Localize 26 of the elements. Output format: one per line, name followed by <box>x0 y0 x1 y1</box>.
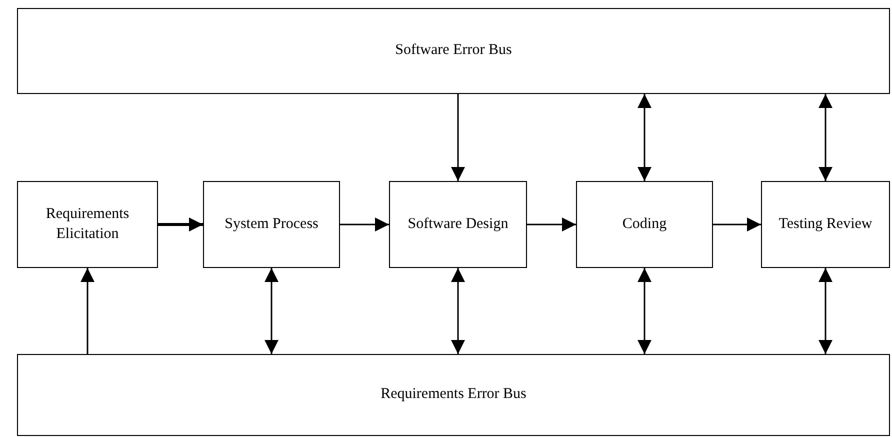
box-label: Coding <box>622 214 667 234</box>
arrow <box>818 94 832 181</box>
arrow <box>80 268 94 354</box>
box-label: Software Error Bus <box>395 41 512 60</box>
bus-box <box>17 354 890 436</box>
arrow <box>638 94 652 181</box>
process-box <box>203 181 340 268</box>
arrow <box>451 268 465 354</box>
bus-box <box>17 8 890 94</box>
process-box <box>389 181 527 268</box>
box-label: Requirements Error Bus <box>380 385 526 404</box>
arrow <box>264 268 278 354</box>
box-label: Software Design <box>408 214 508 234</box>
box-label: Requirements Elicitation <box>44 205 130 244</box>
arrow <box>638 268 652 354</box>
process-box <box>576 181 713 268</box>
process-box <box>17 181 158 268</box>
box-label: Testing Review <box>778 214 872 234</box>
arrow <box>340 218 389 232</box>
process-box <box>761 181 890 268</box>
arrow <box>158 218 203 232</box>
arrow <box>451 94 465 181</box>
arrow <box>527 218 576 232</box>
arrow <box>713 218 761 232</box>
box-label: System Process <box>224 214 318 234</box>
arrow <box>818 268 832 354</box>
